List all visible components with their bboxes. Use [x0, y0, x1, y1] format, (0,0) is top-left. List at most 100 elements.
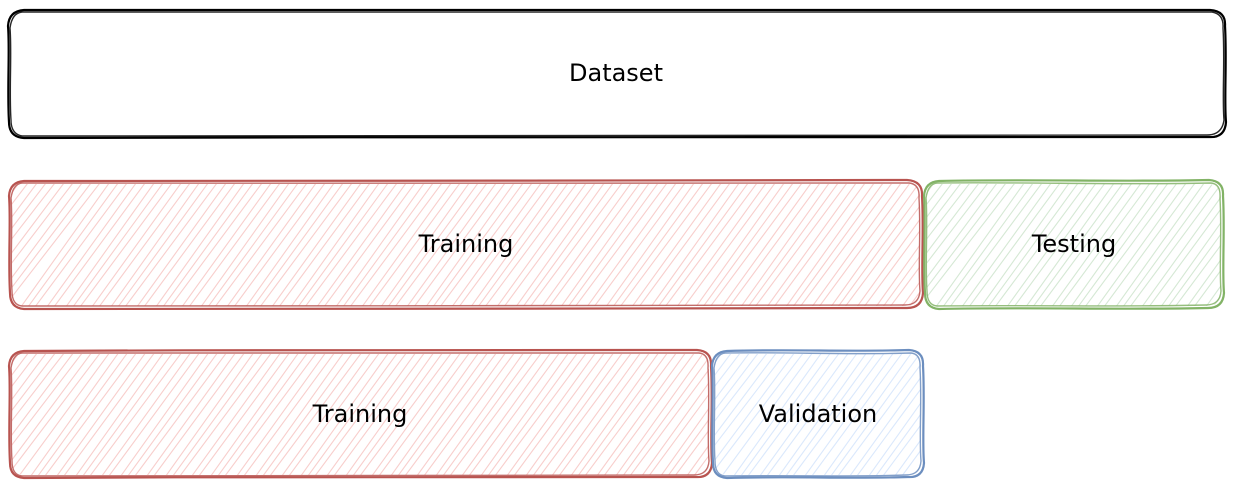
hatch-line [538, 184, 635, 306]
hatch-line [718, 184, 815, 306]
hatch-line [898, 184, 920, 306]
hatch-line [1074, 184, 1172, 306]
hatch-line [34, 354, 131, 475]
hatch-line [1202, 184, 1221, 306]
hatch-line [879, 354, 921, 475]
dataset-block: Dataset [6, 8, 1228, 140]
split-row-train-validation: Training Validation [7, 348, 1112, 480]
hatch-line [240, 354, 338, 475]
hatch-line [1055, 184, 1154, 306]
hatch-line [301, 184, 401, 306]
hatch-line [349, 354, 446, 475]
hatch-line [970, 349, 1067, 480]
dataset-label: Dataset [569, 59, 663, 87]
hatch-line [249, 184, 347, 306]
hatch-line [944, 349, 1040, 480]
hatch-line [927, 184, 1010, 306]
hatch-line [925, 349, 1022, 480]
hatch-line [590, 184, 689, 306]
hatch-line [612, 354, 707, 475]
hatch-line [715, 354, 735, 475]
hatch-line [53, 354, 149, 475]
hatch-line [1145, 184, 1221, 306]
hatch-line [365, 184, 464, 306]
hatch-line [602, 184, 698, 306]
hatch-line [27, 354, 122, 475]
hatch-line [529, 354, 626, 475]
hatch-line [12, 354, 41, 475]
hatch-line [715, 354, 753, 475]
hatch-line [789, 184, 887, 306]
hatch-line [12, 354, 50, 475]
hatch-line [661, 184, 761, 306]
hatch-line [690, 354, 709, 475]
testing-block-outline-sketch [925, 182, 1222, 307]
hatch-line [117, 354, 212, 475]
hatch-line [12, 354, 86, 475]
hatch-line [827, 354, 921, 475]
hatch-line [391, 184, 491, 306]
hatch-line [991, 184, 1091, 306]
training-block-outline [7, 178, 925, 311]
hatch-line [956, 349, 1049, 480]
hatch-line [680, 184, 779, 306]
hatch-line [545, 184, 644, 306]
hatch-line [448, 184, 545, 306]
hatch-line [313, 184, 410, 306]
hatch-line [133, 184, 230, 306]
hatch-line [567, 354, 662, 475]
hatch-line [1229, 179, 1236, 311]
hatch-line [69, 184, 167, 306]
hatch-line [358, 184, 455, 306]
hatch-line [0, 179, 4, 311]
hatch-line [879, 184, 920, 306]
hatch-line [886, 184, 920, 306]
hatch-line [751, 184, 851, 306]
hatch-line [654, 184, 752, 306]
validation-block-hatch [715, 349, 1112, 480]
hatch-line [12, 354, 104, 475]
hatch-line [43, 184, 140, 306]
hatch-line [1126, 184, 1221, 306]
hatch-line [715, 354, 744, 475]
hatch-line [176, 354, 275, 475]
hatch-line [242, 184, 338, 306]
hatch-line [204, 184, 302, 306]
hatch-line [1036, 184, 1136, 306]
hatch-line [185, 184, 284, 306]
hatch-line [635, 184, 734, 306]
hatch-line [657, 354, 709, 475]
hatch-line [294, 184, 392, 306]
hatch-line [223, 184, 320, 306]
hatch-line [221, 354, 320, 475]
hatch-line [88, 184, 185, 306]
hatch-line [124, 354, 221, 475]
hatch-line [775, 354, 870, 475]
hatch-line [1003, 184, 1100, 306]
hatch-line [1112, 184, 1208, 306]
hatch-line [965, 184, 1064, 306]
hatch-line [422, 184, 518, 306]
hatch-line [1015, 349, 1112, 480]
hatch-line [12, 184, 104, 306]
hatch-line [394, 354, 491, 475]
hatch-line [143, 354, 239, 475]
hatch-line [1081, 184, 1181, 306]
hatch-line [481, 184, 581, 306]
hatch-line [927, 184, 965, 306]
hatch-line [834, 184, 920, 306]
hatch-line [477, 354, 572, 475]
hatch-line [195, 354, 293, 475]
training-subset-block-outline [7, 348, 714, 480]
hatch-line [413, 354, 509, 475]
hatch-line [207, 354, 302, 475]
hatch-line [15, 354, 113, 475]
hatch-line [342, 354, 437, 475]
hatch-line [846, 354, 921, 475]
hatch-line [256, 184, 356, 306]
hatch-line [377, 184, 473, 306]
hatch-line [756, 354, 852, 475]
hatch-line [12, 184, 50, 306]
hatch-line [86, 354, 185, 475]
